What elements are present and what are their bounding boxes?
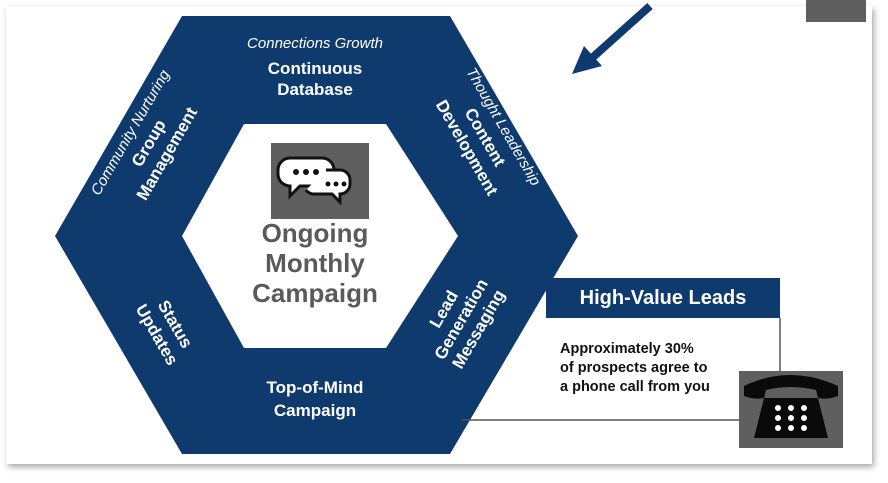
high-value-description: Approximately 30% of prospects agree to … <box>560 340 740 397</box>
chat-bubbles-icon <box>271 143 369 219</box>
bottom-segment-line1: Top-of-Mind <box>267 378 364 397</box>
center-line1: Ongoing <box>262 218 369 248</box>
high-value-line2: of prospects agree to <box>560 360 708 376</box>
top-segment-line1: Continuous <box>268 59 362 78</box>
high-value-line1: Approximately 30% <box>560 341 694 357</box>
high-value-line3: a phone call from you <box>560 379 710 395</box>
high-value-leads-box: High-Value Leads <box>546 278 780 318</box>
high-value-leads-title: High-Value Leads <box>579 286 747 309</box>
center-line3: Campaign <box>252 278 378 308</box>
top-segment-line2: Database <box>277 80 353 99</box>
telephone-icon <box>739 371 843 448</box>
corner-box <box>806 0 866 22</box>
bottom-segment-line2: Campaign <box>274 401 356 420</box>
center-line2: Monthly <box>265 248 365 278</box>
arrow-icon <box>572 3 653 74</box>
top-segment-subtitle: Connections Growth <box>247 35 383 52</box>
inner-hexagon <box>182 124 458 348</box>
